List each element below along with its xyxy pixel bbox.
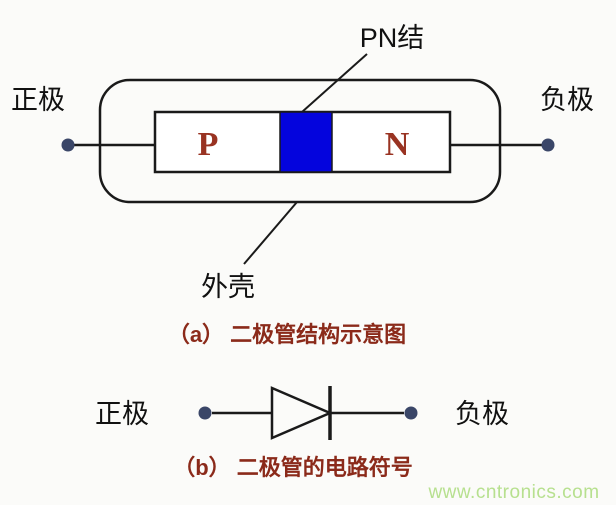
pn-junction-block	[279, 111, 333, 173]
anode-terminal-dot	[61, 138, 75, 152]
cathode-label: 负极	[455, 399, 509, 429]
p-region-label: P	[198, 126, 219, 163]
cathode-terminal-dot	[541, 138, 555, 152]
pn-junction-label: PN结	[360, 23, 425, 53]
figure-b-symbol: 正极 负极 （b） 二极管的电路符号	[95, 386, 509, 480]
shell-label: 外壳	[201, 272, 255, 302]
watermark-text: www.cntronics.com	[427, 482, 599, 503]
figure-b-caption: （b） 二极管的电路符号	[173, 455, 413, 480]
shell-leader-line	[243, 201, 298, 265]
figure-a-caption: （a） 二极管结构示意图	[168, 322, 406, 347]
diode-shell-outline	[98, 78, 502, 204]
figure-a-structure: PN结 P N 正极 负极 外壳 （a） 二极管结构示意	[11, 23, 594, 347]
diode-triangle	[270, 386, 334, 440]
cathode-terminal-dot	[404, 406, 418, 420]
anode-label: 正极	[95, 399, 149, 429]
pn-junction-leader-line	[301, 53, 368, 113]
n-region-label: N	[385, 126, 410, 163]
anode-terminal-dot	[198, 406, 212, 420]
cathode-label: 负极	[540, 85, 594, 115]
anode-label: 正极	[11, 85, 65, 115]
